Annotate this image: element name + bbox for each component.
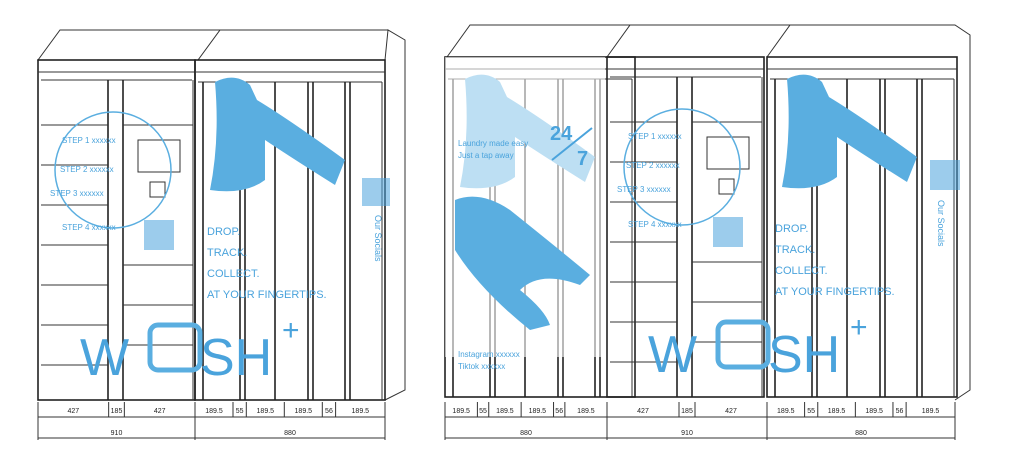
qr-code-icon — [362, 178, 390, 206]
dim-label: 189.5 — [828, 408, 846, 415]
wash-logo: W SH + — [648, 311, 868, 384]
step-3: STEP 3 xxxxxx — [617, 185, 671, 194]
dimension-lines: 427 185 427 910 189.5 55 189.5 189.5 56 189.5 880 1… — [37, 402, 956, 440]
dim-label: 427 — [67, 408, 79, 415]
dim-label: 189.5 — [257, 408, 275, 415]
slogan-left: DROP. TRACK. COLLECT. AT YOUR FINGERTIPS… — [207, 226, 327, 301]
dim-label: 185 — [111, 408, 123, 415]
our-socials-label: Our Socials — [936, 200, 946, 247]
dim-label: 427 — [637, 408, 649, 415]
dim-label: 56 — [325, 408, 333, 415]
dim-label: 189.5 — [529, 408, 547, 415]
tagline-line2: Just a tap away — [458, 151, 514, 160]
tagline-line1: Laundry made easy — [458, 139, 528, 148]
dim-label: 189.5 — [577, 408, 595, 415]
slogan-drop: DROP. — [207, 226, 240, 238]
dim-label: 427 — [154, 408, 166, 415]
dim-label: 55 — [807, 408, 815, 415]
slogan-fingertips: AT YOUR FINGERTIPS. — [775, 286, 895, 298]
step-2: STEP 2 xxxxxx — [626, 161, 680, 170]
left-locker-unit — [37, 29, 406, 401]
dim-label: 189.5 — [777, 408, 795, 415]
towel-graphic — [455, 196, 590, 330]
dim-label: 189.5 — [922, 408, 940, 415]
step-4: STEP 4 xxxxxx — [628, 220, 682, 229]
step-1: STEP 1 xxxxxx — [628, 132, 682, 141]
step-4: STEP 4 xxxxxx — [62, 223, 116, 232]
tagline: Laundry made easy Just a tap away 24 7 I… — [458, 123, 593, 371]
dim-total: 880 — [520, 430, 532, 437]
slogan-collect: COLLECT. — [207, 268, 260, 280]
dim-total: 910 — [681, 430, 693, 437]
slogan-track: TRACK. — [775, 244, 815, 256]
step-2: STEP 2 xxxxxx — [60, 165, 114, 174]
wash-logo: W SH + — [80, 314, 300, 387]
steps-left: STEP 1 xxxxxx STEP 2 xxxxxx STEP 3 xxxxx… — [50, 136, 116, 232]
svg-text:W: W — [80, 329, 129, 387]
dim-label: 189.5 — [205, 408, 223, 415]
svg-text:+: + — [850, 311, 868, 344]
svg-text:SH: SH — [768, 326, 840, 384]
right-locker-unit — [444, 24, 971, 401]
dim-label: 427 — [725, 408, 737, 415]
step-3: STEP 3 xxxxxx — [50, 189, 104, 198]
dim-label: 189.5 — [496, 408, 514, 415]
tagline-24: 24 — [550, 123, 573, 145]
dim-label: 56 — [555, 408, 563, 415]
instagram-handle: Instagram xxxxxx — [458, 350, 520, 359]
dim-label: 189.5 — [865, 408, 883, 415]
slogan-collect: COLLECT. — [775, 265, 828, 277]
slogan-track: TRACK. — [207, 247, 247, 259]
dim-label: 189.5 — [352, 408, 370, 415]
tagline-7: 7 — [577, 148, 588, 170]
dim-label: 55 — [236, 408, 244, 415]
dim-label: 56 — [896, 408, 904, 415]
svg-text:W: W — [648, 326, 697, 384]
dim-label: 185 — [681, 408, 693, 415]
steps-right: STEP 1 xxxxxx STEP 2 xxxxxx STEP 3 xxxxx… — [617, 132, 682, 229]
our-socials-label: Our Socials — [373, 215, 383, 262]
tiktok-handle: Tiktok xxxxxx — [458, 362, 505, 371]
svg-text:+: + — [282, 314, 300, 347]
step-1: STEP 1 xxxxxx — [62, 136, 116, 145]
slogan-fingertips: AT YOUR FINGERTIPS. — [207, 289, 327, 301]
dim-total: 910 — [111, 430, 123, 437]
dim-label: 189.5 — [452, 408, 470, 415]
slogan-drop: DROP. — [775, 223, 808, 235]
dim-label: 55 — [479, 408, 487, 415]
qr-code-icon — [930, 160, 960, 190]
dim-total: 880 — [284, 430, 296, 437]
slogan-right: DROP. TRACK. COLLECT. AT YOUR FINGERTIPS… — [775, 223, 895, 298]
dim-total: 880 — [855, 430, 867, 437]
svg-text:SH: SH — [200, 329, 272, 387]
dim-label: 189.5 — [295, 408, 313, 415]
